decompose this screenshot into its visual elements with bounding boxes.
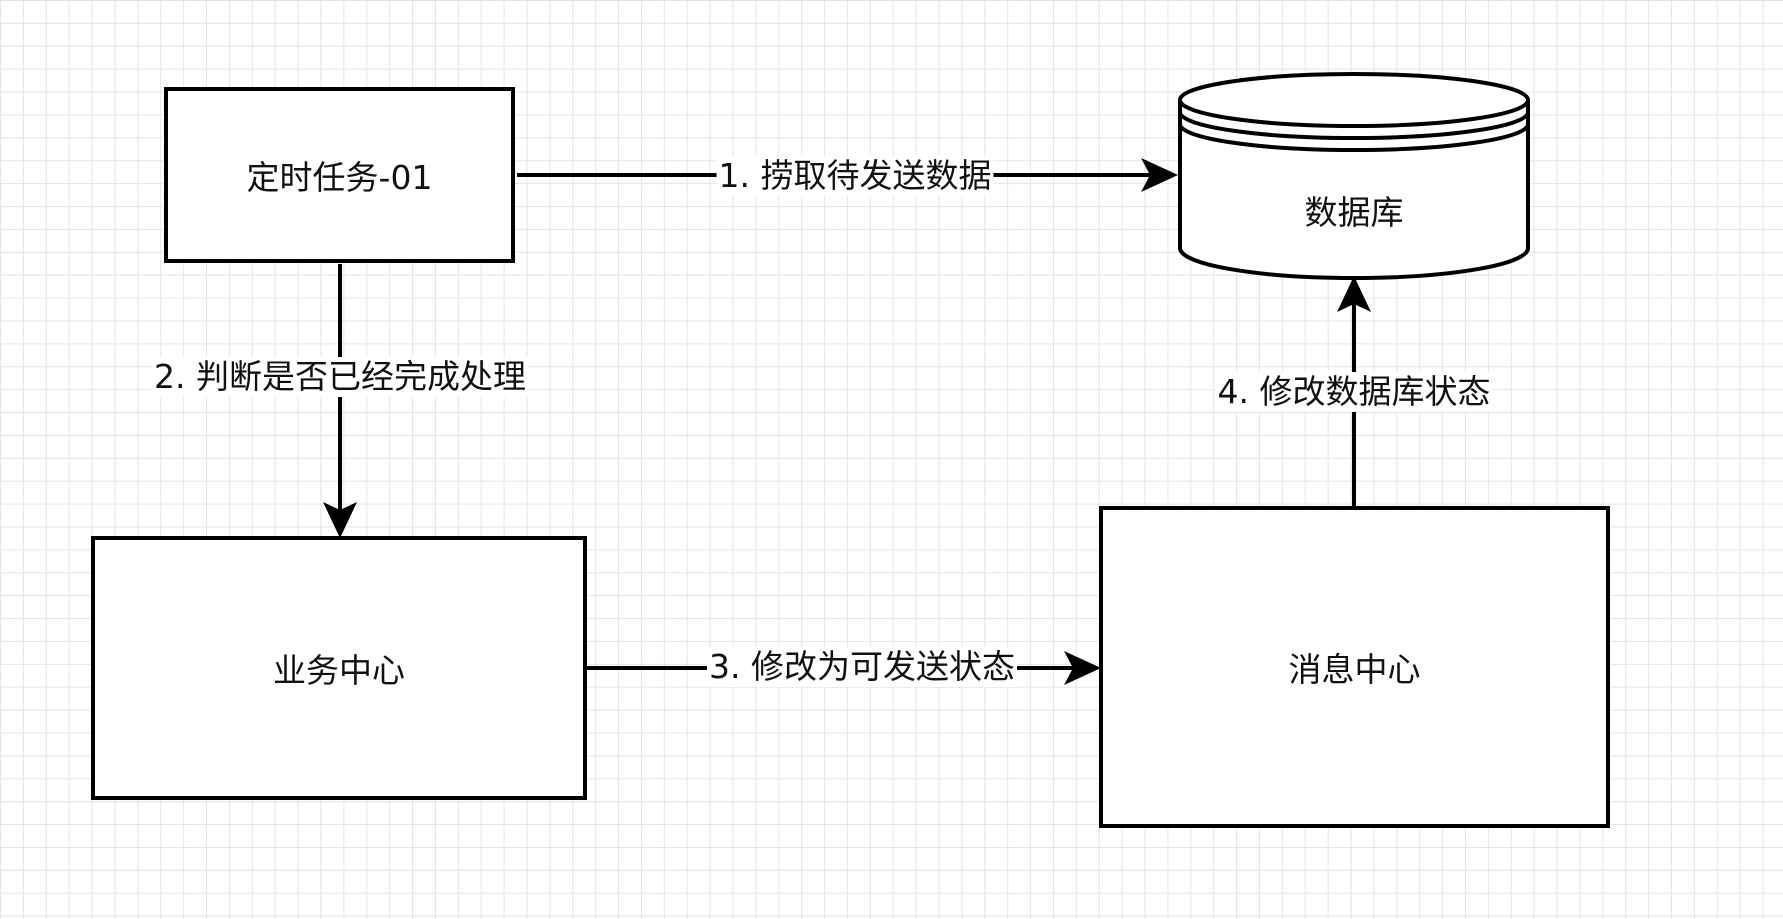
edge-label-modify-sendable: 3. 修改为可发送状态 (707, 647, 1017, 687)
database-label: 数据库 (1304, 193, 1404, 232)
edge-check[interactable] (323, 264, 357, 538)
business-center-label: 业务中心 (273, 651, 405, 690)
arrowhead-fetch (1141, 158, 1178, 192)
message-center-node[interactable]: 消息中心 (1099, 506, 1610, 828)
business-center-node[interactable]: 业务中心 (91, 536, 587, 800)
timer-task-node[interactable]: 定时任务-01 (164, 87, 515, 263)
edge-label-check: 2. 判断是否已经完成处理 (152, 357, 528, 397)
arrowhead-update-db (1337, 276, 1371, 312)
edge-label-fetch: 1. 捞取待发送数据 (716, 156, 994, 196)
arrowhead-modify-sendable (1064, 651, 1101, 685)
database-node[interactable] (1178, 72, 1530, 280)
timer-task-label: 定时任务-01 (246, 158, 433, 197)
edge-label-update-db: 4. 修改数据库状态 (1215, 372, 1493, 412)
message-center-label: 消息中心 (1288, 650, 1421, 689)
arrowhead-check (323, 502, 357, 538)
